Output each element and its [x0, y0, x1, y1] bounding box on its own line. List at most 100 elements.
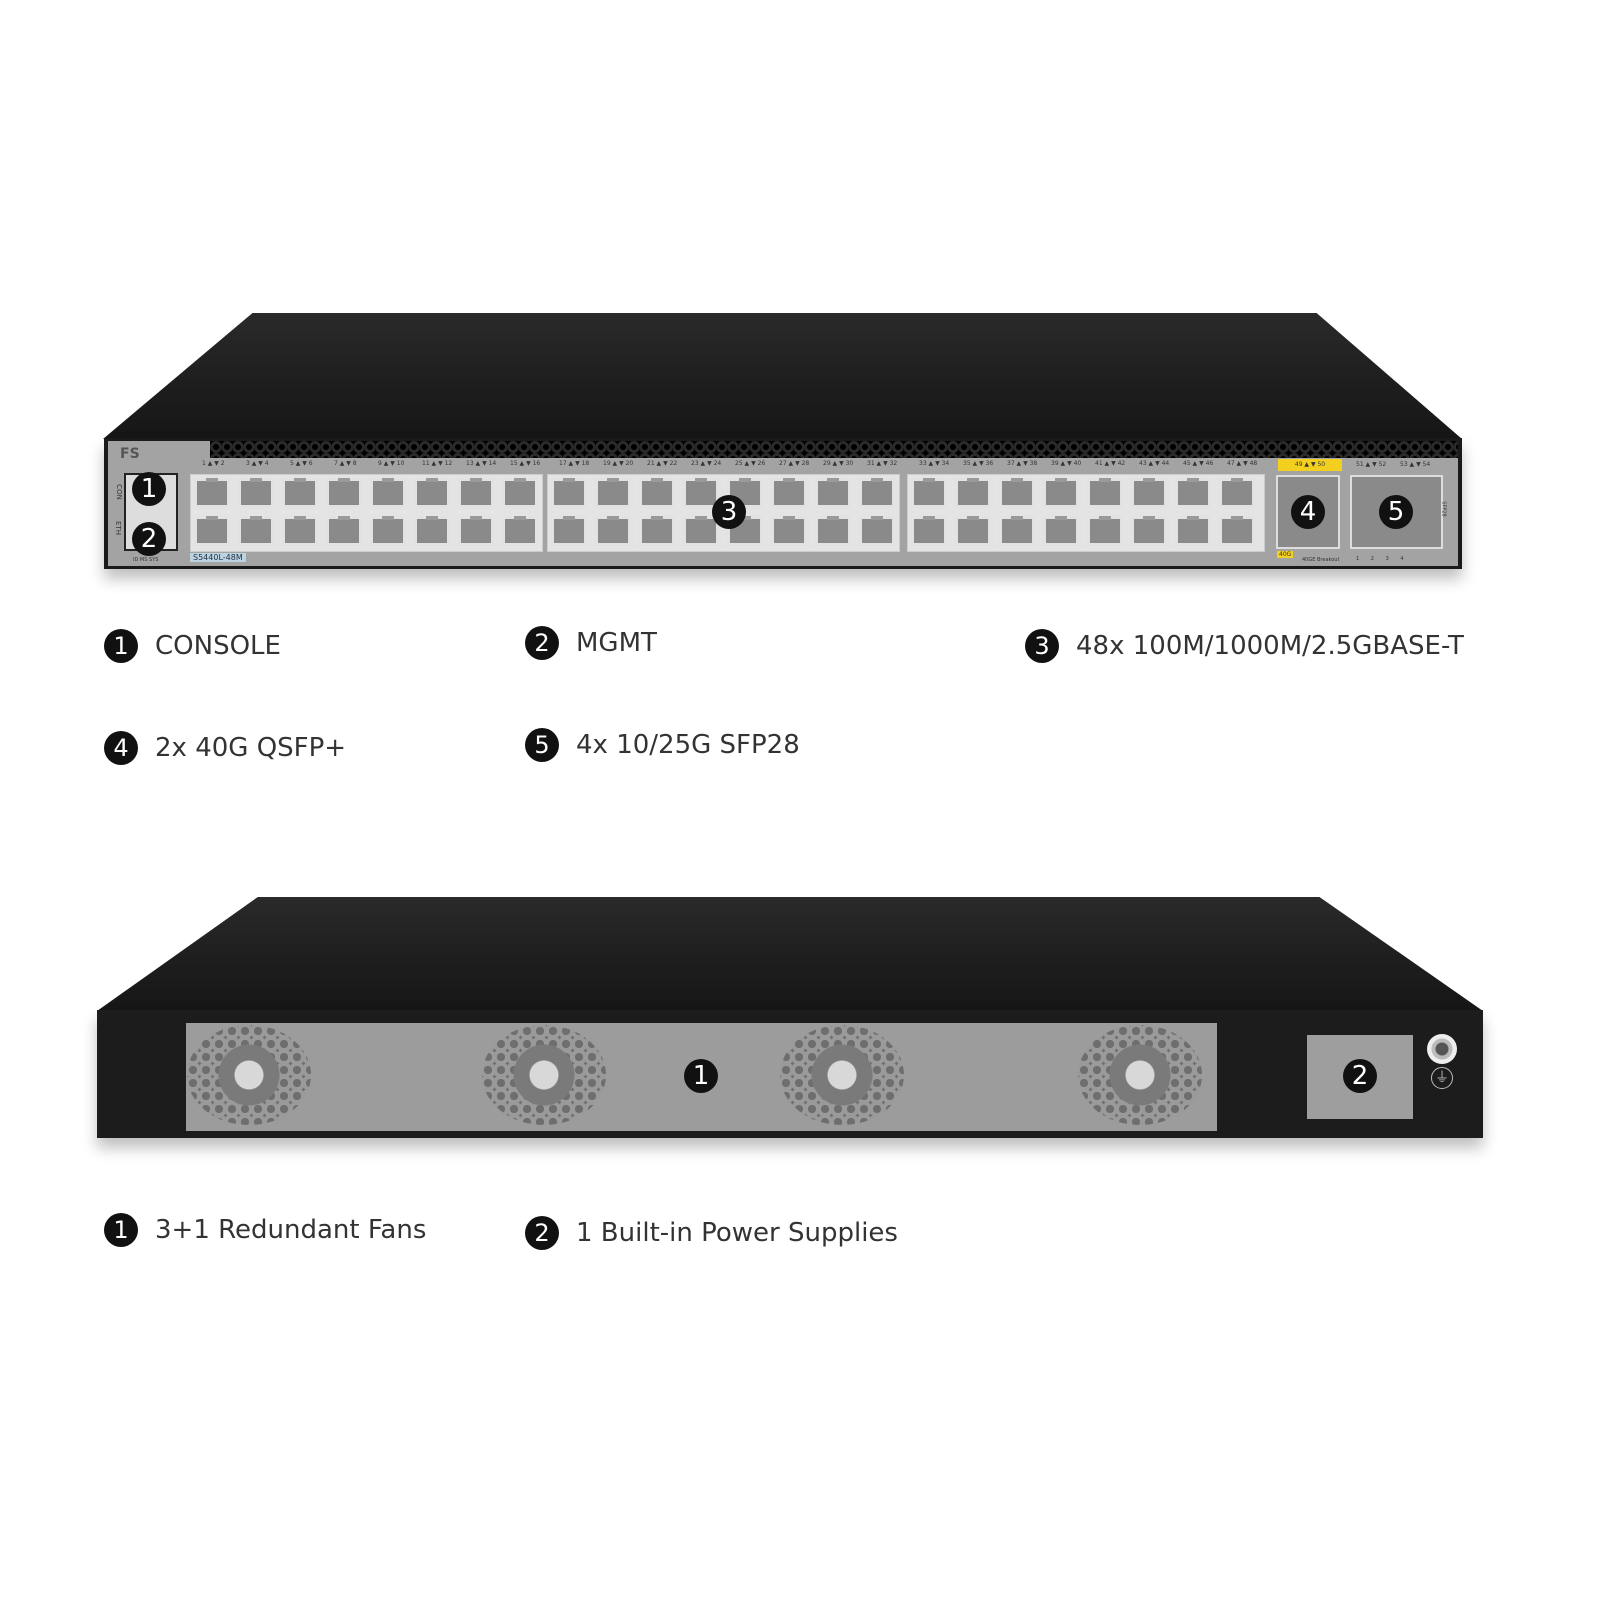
port-pair-label: 17 ▲ ▼ 18	[559, 460, 590, 467]
breakout-label: 40GE Breakout	[1302, 557, 1340, 563]
rj45-port[interactable]	[911, 478, 947, 508]
legend-number: 2	[525, 626, 559, 660]
rj45-port[interactable]	[326, 478, 362, 508]
callout-rj45: 3	[712, 495, 746, 529]
rj45-port[interactable]	[595, 478, 631, 508]
legend-number: 5	[525, 728, 559, 762]
rj45-port[interactable]	[282, 478, 318, 508]
callout-qsfp: 4	[1291, 495, 1325, 529]
sfp-label-53-54: 53 ▲ ▼ 54	[1400, 461, 1431, 468]
callout-console: 1	[132, 472, 166, 506]
port-pair-label: 19 ▲ ▼ 20	[603, 460, 634, 467]
front-vent	[210, 441, 1458, 458]
ground-symbol-icon: ⏚	[1431, 1067, 1453, 1089]
port-pair-label: 23 ▲ ▼ 24	[691, 460, 722, 467]
rj45-port[interactable]	[370, 478, 406, 508]
rj45-port[interactable]	[1087, 516, 1123, 546]
port-pair-label: 43 ▲ ▼ 44	[1139, 460, 1170, 467]
sfp28-side-label: SFP28	[1440, 501, 1447, 517]
port-pair-label: 13 ▲ ▼ 14	[466, 460, 497, 467]
rj45-port[interactable]	[999, 478, 1035, 508]
legend-number: 2	[525, 1216, 559, 1250]
fan-icon	[1078, 1025, 1202, 1125]
rj45-port[interactable]	[815, 478, 851, 508]
rj45-port[interactable]	[999, 516, 1035, 546]
rj45-port[interactable]	[194, 478, 230, 508]
legend-number: 3	[1025, 629, 1059, 663]
legend-rj45: 3 48x 100M/1000M/2.5GBASE-T	[1025, 629, 1464, 663]
legend-number: 1	[104, 629, 138, 663]
sfp-label-51-52: 51 ▲ ▼ 52	[1356, 461, 1387, 468]
rj45-port[interactable]	[1175, 516, 1211, 546]
rj45-port[interactable]	[1131, 516, 1167, 546]
rj45-port[interactable]	[639, 478, 675, 508]
legend-number: 1	[104, 1213, 138, 1247]
rj45-port[interactable]	[639, 516, 675, 546]
fan-icon	[482, 1025, 606, 1125]
port-pair-label: 25 ▲ ▼ 26	[735, 460, 766, 467]
rj45-port[interactable]	[1219, 516, 1255, 546]
rj45-port[interactable]	[859, 478, 895, 508]
brand-logo: FS	[120, 446, 140, 462]
rj45-port[interactable]	[414, 516, 450, 546]
rj45-port[interactable]	[238, 478, 274, 508]
rj45-port[interactable]	[1043, 516, 1079, 546]
legend-text: 2x 40G QSFP+	[155, 733, 347, 763]
legend-text: 4x 10/25G SFP28	[576, 730, 800, 760]
port-pair-label: 27 ▲ ▼ 28	[779, 460, 810, 467]
port-pair-label: 29 ▲ ▼ 30	[823, 460, 854, 467]
ground-screw-icon	[1427, 1034, 1457, 1064]
port-pair-label: 37 ▲ ▼ 38	[1007, 460, 1038, 467]
legend-text: MGMT	[576, 628, 657, 658]
rj45-port[interactable]	[595, 516, 631, 546]
rj45-port[interactable]	[326, 516, 362, 546]
rj45-port[interactable]	[683, 516, 719, 546]
rj45-port[interactable]	[955, 516, 991, 546]
console-port-label: CON	[114, 484, 123, 500]
rj45-port[interactable]	[955, 478, 991, 508]
rj45-port[interactable]	[414, 478, 450, 508]
breakout-led-1: 1	[1356, 556, 1360, 562]
callout-power: 2	[1343, 1059, 1377, 1093]
legend-text: 3+1 Redundant Fans	[155, 1215, 427, 1245]
rj45-port[interactable]	[1087, 478, 1123, 508]
rj45-port[interactable]	[551, 516, 587, 546]
mgmt-port-label: ETH	[113, 521, 122, 535]
rj45-port[interactable]	[238, 516, 274, 546]
rj45-port[interactable]	[1219, 478, 1255, 508]
rj45-port[interactable]	[1175, 478, 1211, 508]
sfp28-ports[interactable]	[1350, 475, 1443, 549]
model-label: S5440L-48M	[190, 553, 246, 562]
rear-chassis-top	[97, 897, 1483, 1011]
rj45-port[interactable]	[911, 516, 947, 546]
port-pair-label: 35 ▲ ▼ 36	[963, 460, 994, 467]
port-pair-label: 15 ▲ ▼ 16	[510, 460, 541, 467]
port-pair-label: 9 ▲ ▼ 10	[378, 460, 405, 467]
rj45-port[interactable]	[1043, 478, 1079, 508]
rj45-port[interactable]	[502, 516, 538, 546]
port-pair-label: 1 ▲ ▼ 2	[202, 460, 225, 467]
rj45-port[interactable]	[1131, 478, 1167, 508]
rj45-port[interactable]	[815, 516, 851, 546]
rj45-port[interactable]	[771, 478, 807, 508]
led-id: ID	[133, 557, 139, 563]
rj45-port[interactable]	[370, 516, 406, 546]
rj45-port[interactable]	[458, 478, 494, 508]
rj45-port[interactable]	[282, 516, 318, 546]
breakout-led-4: 4	[1400, 556, 1404, 562]
rj45-port[interactable]	[458, 516, 494, 546]
port-pair-label: 33 ▲ ▼ 34	[919, 460, 950, 467]
callout-mgmt: 2	[132, 522, 166, 556]
legend-text: 48x 100M/1000M/2.5GBASE-T	[1076, 631, 1464, 661]
rj45-port[interactable]	[771, 516, 807, 546]
port-pair-label: 11 ▲ ▼ 12	[422, 460, 453, 467]
port-pair-label: 41 ▲ ▼ 42	[1095, 460, 1126, 467]
front-chassis-top	[103, 313, 1462, 439]
rj45-port[interactable]	[502, 478, 538, 508]
rj45-port[interactable]	[551, 478, 587, 508]
rj45-port[interactable]	[859, 516, 895, 546]
rj45-port[interactable]	[194, 516, 230, 546]
port-pair-label: 3 ▲ ▼ 4	[246, 460, 269, 467]
